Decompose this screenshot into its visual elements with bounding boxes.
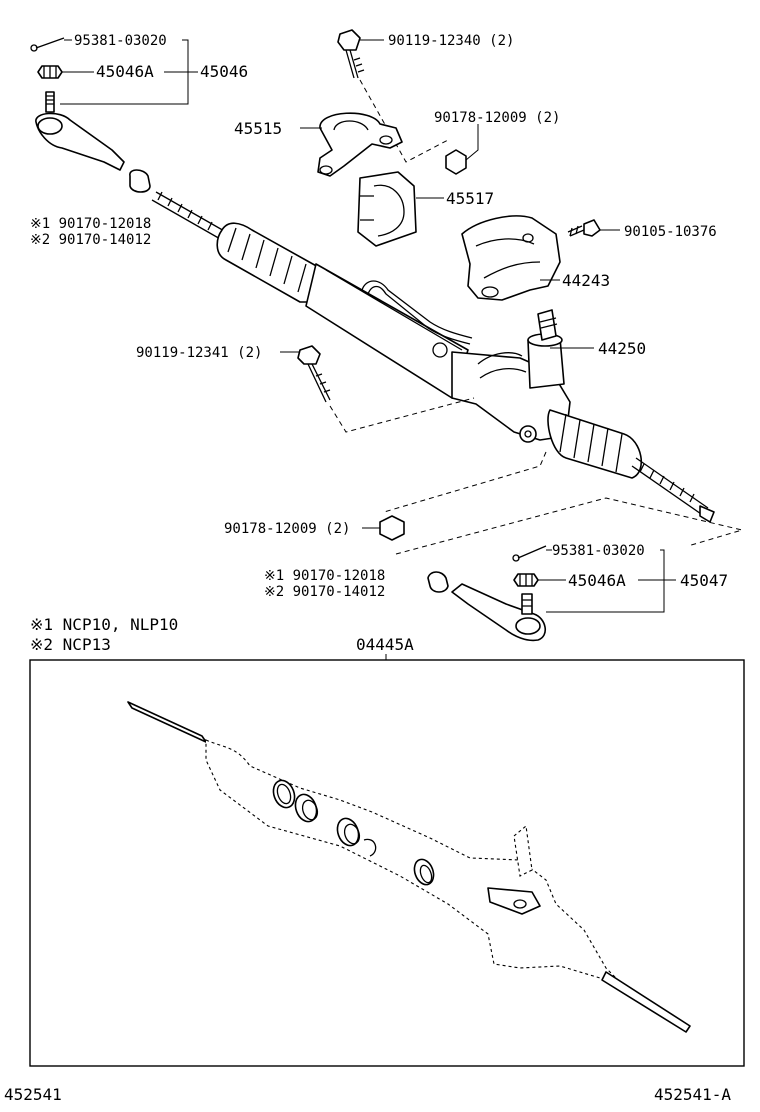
- label-nut-lower: 90178-12009 (2): [224, 521, 350, 537]
- castle-nut-upper[interactable]: [37, 65, 63, 79]
- castle-nut-lower[interactable]: [513, 573, 539, 587]
- label-nut-upper: 45046A: [96, 62, 154, 81]
- label-nut-lower-end: 45046A: [568, 571, 626, 590]
- grommet-upper[interactable]: [129, 169, 151, 193]
- rack-bracket[interactable]: [317, 112, 403, 177]
- cotter-pin-upper[interactable]: [30, 37, 65, 52]
- kit-seal-rings[interactable]: [270, 777, 541, 915]
- tie-rod-end-upper[interactable]: [35, 91, 125, 171]
- tie-rod-end-lower[interactable]: [451, 583, 546, 642]
- nut-bracket-lower[interactable]: [379, 515, 405, 541]
- nut-bracket-upper[interactable]: [445, 149, 467, 175]
- label-tie-end-lower: 45047: [680, 571, 728, 590]
- label-tie-end-upper: 45046: [200, 62, 248, 81]
- kit-ghost-rack: [127, 701, 691, 1033]
- label-grommet-note1-lower: ※1 90170-12018: [264, 568, 385, 584]
- footer-left-code: 452541: [4, 1085, 62, 1104]
- label-cushion: 45517: [446, 189, 494, 208]
- label-grommet-note2: ※2 90170-14012: [30, 232, 151, 248]
- cotter-pin-lower[interactable]: [512, 545, 547, 562]
- footer-right-code: 452541-A: [654, 1085, 731, 1104]
- bracket-cushion[interactable]: [357, 171, 417, 247]
- grommet-lower[interactable]: [427, 571, 449, 593]
- label-bracket: 45515: [234, 119, 282, 138]
- label-screw-cover: 90105-10376: [624, 224, 717, 240]
- label-kit: 04445A: [356, 635, 414, 654]
- label-gear-assy: 44250: [598, 339, 646, 358]
- label-cover: 44243: [562, 271, 610, 290]
- label-grommet-note1: ※1 90170-12018: [30, 216, 151, 232]
- kit-box: [29, 659, 745, 1067]
- note-ncp10: ※1 NCP10, NLP10: [30, 615, 178, 634]
- label-bolt-lower: 90119-12341 (2): [136, 345, 262, 361]
- label-grommet-note2-lower: ※2 90170-14012: [264, 584, 385, 600]
- bolt-lower[interactable]: [297, 345, 331, 403]
- bolt-upper[interactable]: [337, 29, 365, 79]
- gear-cover[interactable]: [461, 215, 561, 301]
- cover-screw[interactable]: [567, 219, 601, 237]
- note-ncp13: ※2 NCP13: [30, 635, 111, 654]
- steering-rack-housing[interactable]: [151, 191, 715, 523]
- label-pin-upper: 95381-03020: [74, 33, 167, 49]
- label-bolt-upper: 90119-12340 (2): [388, 33, 514, 49]
- label-pin-lower: 95381-03020: [552, 543, 645, 559]
- label-nut-bracket: 90178-12009 (2): [434, 110, 560, 126]
